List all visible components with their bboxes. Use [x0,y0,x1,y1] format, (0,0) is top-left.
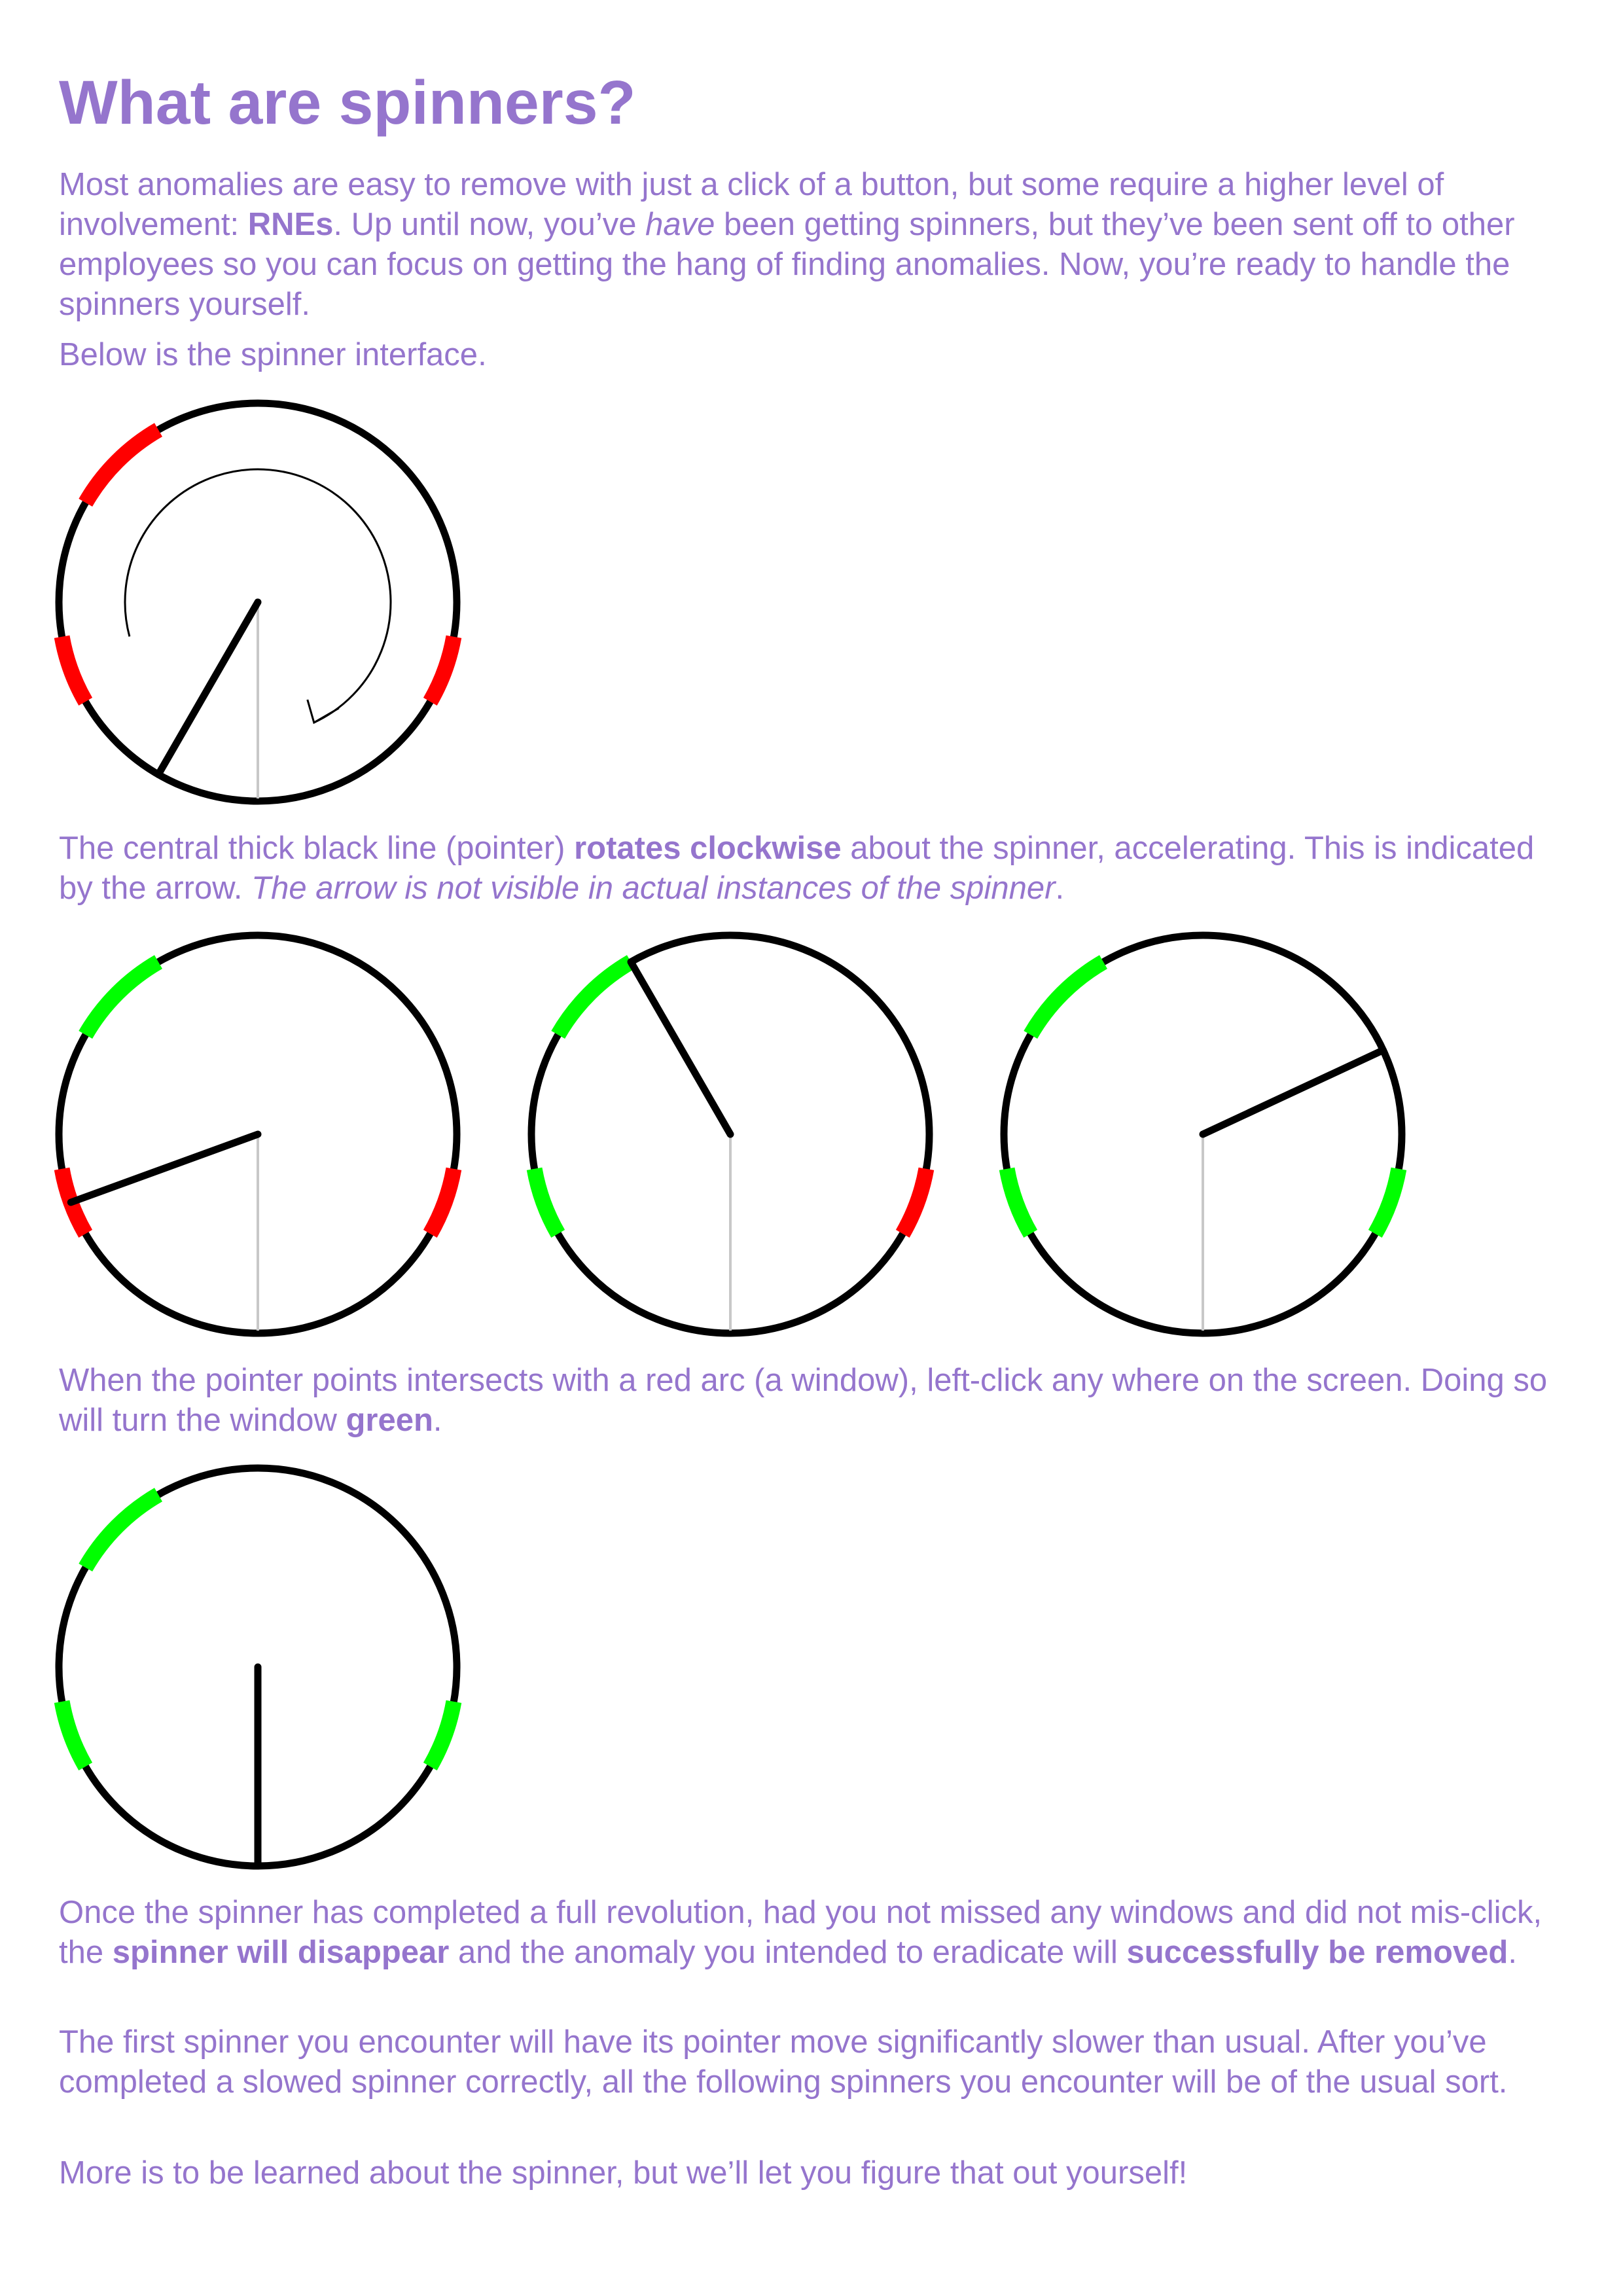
window-arc-red [423,1167,462,1238]
window-arc-green [526,1167,565,1238]
first-spinner-paragraph: The first spinner you encounter will hav… [59,2024,1508,2100]
window-arc-green [551,955,635,1039]
window-arc-red [423,635,462,706]
rotation-arrow [124,468,392,724]
more-paragraph: More is to be learned about the spinner,… [59,2155,1188,2191]
pointer-paragraph: The central thick black line (pointer) r… [59,831,1535,906]
window-arc-green [423,1700,462,1770]
intro-paragraph: Most anomalies are easy to remove with j… [59,167,1515,322]
window-arc-green [1368,1167,1407,1238]
pointer [1199,1047,1387,1138]
spinner-diagram-arrow [54,399,462,805]
page-title: What are spinners? [59,68,636,137]
window-arc-red [79,423,163,507]
window-arc-green [79,1488,163,1572]
complete-paragraph: Once the spinner has completed a full re… [59,1895,1543,1970]
window-arc-red [895,1167,935,1238]
spinner-ring [55,399,461,805]
pointer [154,598,262,778]
spinner-diagram-state-2 [526,931,935,1337]
spinner-ring [1000,931,1406,1337]
spinner-diagram-state-3 [999,931,1407,1337]
spinner-diagram-complete [54,1464,462,1870]
window-paragraph: When the pointer points intersects with … [59,1363,1548,1438]
window-arc-green [1024,955,1108,1039]
pointer [67,1130,262,1206]
window-arc-green [999,1167,1038,1238]
window-arc-green [54,1700,93,1770]
window-arc-red [54,635,93,706]
spinner-ring [527,931,933,1337]
pointer [627,958,734,1138]
window-arc-green [79,955,163,1039]
arrowhead-icon [306,699,340,725]
spinner-ring [55,931,461,1337]
below-paragraph: Below is the spinner interface. [59,337,487,372]
spinner-diagram-state-1 [54,931,462,1337]
